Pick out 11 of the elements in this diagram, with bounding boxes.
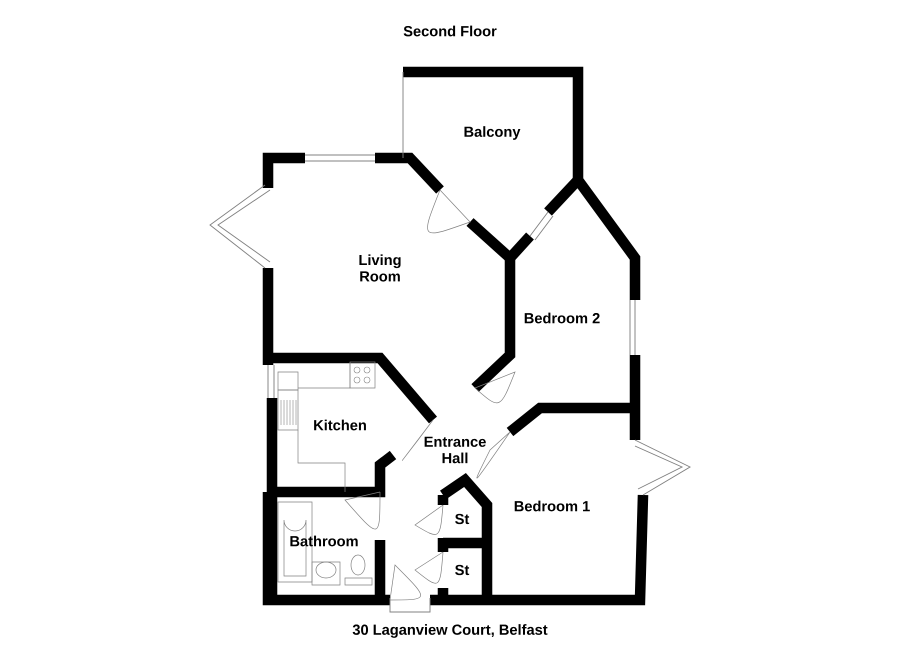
- room-label: Bathroom: [290, 536, 358, 546]
- room-label: St: [455, 564, 470, 576]
- room-label: Bedroom 2: [524, 312, 600, 324]
- room-label: Balcony: [464, 126, 520, 140]
- room-label: St: [455, 514, 470, 524]
- room-label: Entrance Hall: [424, 436, 486, 464]
- room-label: Living Room: [359, 254, 401, 282]
- title: Second Floor: [404, 26, 497, 36]
- caption: 30 Laganview Court, Belfast: [352, 624, 548, 638]
- room-label: Bedroom 1: [514, 500, 590, 512]
- room-label: Kitchen: [314, 420, 366, 430]
